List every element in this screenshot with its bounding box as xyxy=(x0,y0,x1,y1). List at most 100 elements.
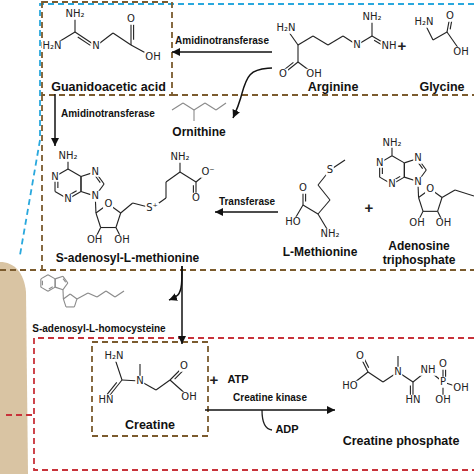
chemical-bond xyxy=(115,291,124,297)
chemical-bond xyxy=(318,200,330,214)
atom-label: H₂N xyxy=(103,351,124,362)
chemical-bond xyxy=(297,45,298,62)
chemical-bond xyxy=(318,185,330,200)
compound-node: Ornithine xyxy=(165,96,233,140)
chemical-bond xyxy=(116,213,121,228)
atom-label: O⁻ xyxy=(200,167,215,178)
compound-name: Adenosine triphosphate xyxy=(366,240,472,268)
atom-label: NH₂ xyxy=(169,152,190,163)
compound-name: Guanidoacetic acid xyxy=(51,80,166,94)
chemical-bond xyxy=(40,279,41,287)
chemical-bond xyxy=(96,213,101,228)
chemical-bond xyxy=(63,294,70,299)
atom-label: N xyxy=(375,158,384,169)
chemical-bond xyxy=(404,163,405,177)
blue-region-outline xyxy=(20,4,474,255)
plus-sign: + xyxy=(364,200,375,216)
atom-label: OH xyxy=(435,218,452,229)
atom-label: O xyxy=(425,184,435,195)
chemical-bond xyxy=(205,103,216,110)
compound-name: Creatine phosphate xyxy=(343,434,460,448)
compound-name: S-adenosyl-L-methionine xyxy=(56,252,199,266)
molecule-structures xyxy=(41,14,474,400)
atom-label: O xyxy=(355,351,365,362)
chemical-bond xyxy=(88,293,97,297)
atom-label: OH xyxy=(434,395,451,406)
atom-label: NH xyxy=(420,365,437,376)
chemical-bond xyxy=(55,279,56,287)
atom-label: H₂N xyxy=(275,23,296,34)
atom-label: O xyxy=(191,193,201,204)
enzyme-label: Amidinotransferase xyxy=(60,108,156,119)
compound-node: S-adenosyl-L-methionine xyxy=(40,146,215,266)
compound-name: Glycine xyxy=(419,80,464,94)
human-silhouette xyxy=(0,262,28,474)
atom-label: H₂N xyxy=(413,17,434,28)
compound-name: Ornithine xyxy=(172,126,225,140)
chemical-bond xyxy=(80,177,81,192)
reaction-arrow xyxy=(215,211,278,213)
chemical-bond xyxy=(172,103,183,110)
atom-label: NH₂ xyxy=(361,12,382,23)
atom-label: O xyxy=(278,69,288,80)
atom-label: N xyxy=(413,176,422,187)
atom-label: O xyxy=(445,11,455,22)
chemical-bond xyxy=(313,36,328,45)
chemical-bond xyxy=(133,24,134,40)
atom-label: OH xyxy=(86,234,103,245)
chemical-bond xyxy=(328,36,343,45)
atom-label: N xyxy=(387,179,396,190)
chemical-bond xyxy=(166,172,180,182)
atom-label: NH₂ xyxy=(64,9,85,20)
chemical-bond xyxy=(156,380,170,390)
atom-label: OH xyxy=(144,52,161,63)
atom-label: S xyxy=(326,165,334,176)
chemical-bond xyxy=(63,283,68,290)
reaction-arrow xyxy=(205,409,335,411)
chemical-bond xyxy=(41,275,48,279)
enzyme-label: Transferase xyxy=(218,196,276,207)
atom-label: N xyxy=(91,191,100,202)
chemical-bond xyxy=(42,281,43,286)
reaction-arrow xyxy=(169,266,182,300)
chemical-bond xyxy=(74,299,77,307)
atom-label: OH xyxy=(452,47,469,58)
chemical-bond xyxy=(68,169,81,177)
chemical-bond xyxy=(55,279,56,287)
compound-node: S-adenosyl-L-homocysteine xyxy=(29,272,169,334)
enzyme-label: Amidinotransferase xyxy=(174,35,270,46)
chemical-bond xyxy=(49,287,53,289)
chemical-bond xyxy=(193,110,194,121)
plus-sign: + xyxy=(397,38,408,54)
chemical-bond xyxy=(55,287,63,290)
adp-release-arrow xyxy=(262,410,272,430)
compound-name: Arginine xyxy=(308,80,359,94)
atom-label: S⁺ xyxy=(145,203,159,214)
brown-region-outline xyxy=(0,95,474,270)
chemical-bond xyxy=(78,37,91,45)
chemical-bond xyxy=(63,279,66,283)
chemical-bond xyxy=(106,291,115,297)
chemical-bond xyxy=(423,211,438,212)
cofactor-label: ATP xyxy=(226,374,249,386)
chemical-bond xyxy=(66,306,74,307)
chemical-bond xyxy=(121,203,133,213)
chemical-bond xyxy=(48,287,55,291)
chemical-bond xyxy=(77,293,88,299)
atom-label: H₂N xyxy=(41,41,62,52)
chemical-bond xyxy=(107,382,117,394)
atom-label: NH xyxy=(381,41,398,52)
chemical-bond xyxy=(113,33,131,45)
atom-label: OH xyxy=(408,218,425,229)
chemical-bond xyxy=(101,227,116,228)
atom-label: NH₂ xyxy=(57,151,78,162)
atom-label: HN xyxy=(405,395,422,406)
compound-name: Creatine xyxy=(125,418,175,432)
chemical-bond xyxy=(97,291,106,297)
chemical-bond xyxy=(70,294,77,299)
compound-node: L-Methionine xyxy=(278,150,362,260)
atom-label: O xyxy=(438,359,448,370)
